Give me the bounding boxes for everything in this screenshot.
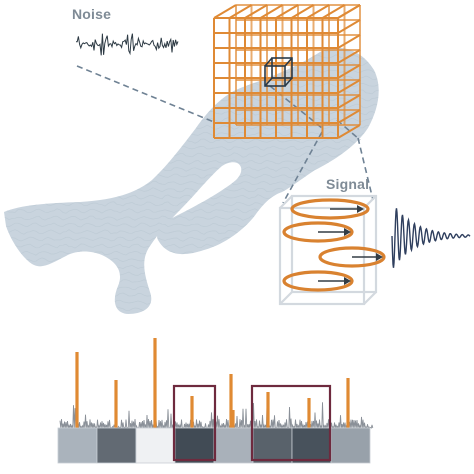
texture-line <box>4 306 379 312</box>
spectrum-chart <box>59 338 374 430</box>
spin-rings <box>282 198 386 292</box>
grid-line <box>259 4 284 19</box>
tissue-segment <box>330 427 371 464</box>
projection-line-right <box>336 119 361 141</box>
projection-line-signal-left <box>282 131 323 204</box>
grid-line <box>337 79 361 94</box>
fid-signal <box>391 208 471 268</box>
highlight-box-single <box>172 384 217 462</box>
tissue-segment <box>213 427 254 464</box>
grid-line <box>290 4 315 19</box>
tissue-segment <box>135 427 176 464</box>
tissue-segment <box>57 427 98 464</box>
arrow-head-icon <box>376 253 383 261</box>
grid-line <box>213 4 237 19</box>
tissue-segment <box>291 427 332 464</box>
tissue-segment <box>96 427 137 464</box>
highlight-boxes <box>172 384 332 462</box>
grid-line <box>321 4 346 19</box>
spin-ring <box>282 221 354 243</box>
spin-ring <box>282 270 354 292</box>
spectrum-baseline-noise <box>59 402 374 430</box>
grid-line <box>337 109 361 124</box>
grid-line <box>337 19 361 34</box>
grid-line <box>337 64 361 79</box>
grid-line <box>337 4 361 19</box>
grid-line <box>337 49 361 64</box>
projection-line-signal-right <box>357 137 374 201</box>
grid-line <box>244 4 268 19</box>
noise-label: Noise <box>72 6 112 22</box>
arrow-head-icon <box>357 205 364 213</box>
arrow-head-icon <box>344 277 351 285</box>
arrow-head-icon <box>344 228 351 236</box>
grid-line <box>337 34 361 49</box>
tissue-segment <box>174 427 215 464</box>
texture-line <box>4 313 379 314</box>
grid-line <box>337 94 361 109</box>
grid-line <box>275 4 299 19</box>
noise-trace <box>76 33 179 56</box>
spin-ring <box>318 246 386 268</box>
spin-ring <box>290 198 370 220</box>
spectrum-peaks <box>75 338 350 428</box>
tissue-segment <box>252 427 293 464</box>
grid-line <box>337 124 361 139</box>
signal-label: Signal <box>326 176 370 192</box>
voxel-grid <box>213 4 361 139</box>
projection-line-top <box>76 65 215 123</box>
grid-line <box>306 4 330 19</box>
highlight-box-pair <box>250 384 332 462</box>
grid-line <box>228 4 253 19</box>
selected-voxel-icon <box>264 57 293 87</box>
